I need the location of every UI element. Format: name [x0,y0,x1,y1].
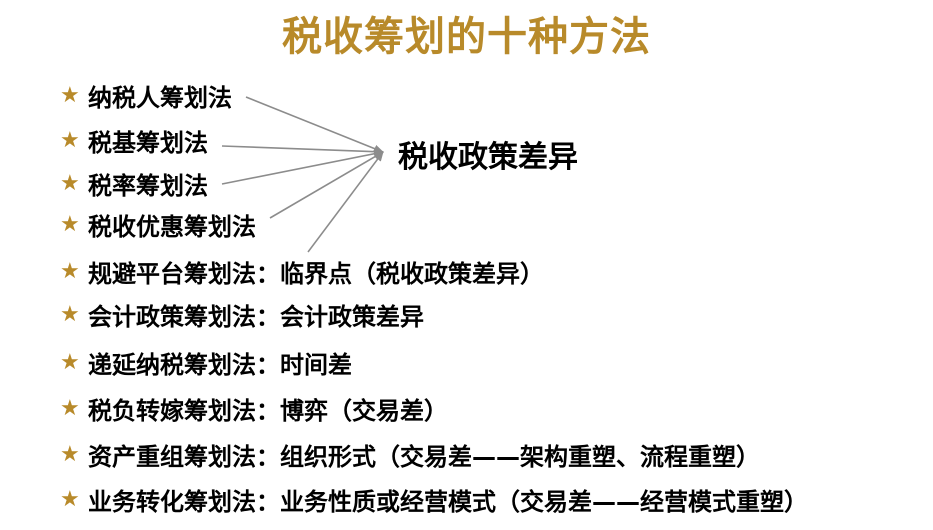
arrow-line-1 [245,96,384,153]
list-item-text: 递延纳税筹划法：时间差 [88,351,352,379]
arrow-line-3 [221,149,384,185]
list-item-text: 税收优惠筹划法 [88,213,256,241]
list-item: ★ 业务转化筹划法：业务性质或经营模式（交易差——经营模式重塑） [60,482,808,517]
star-icon: ★ [60,487,80,512]
arrow-line-4 [269,151,384,219]
list-item-text: 会计政策筹划法：会计政策差异 [88,303,424,331]
list-item: ★ 纳税人筹划法 [60,78,232,113]
list-item-text: 税率筹划法 [88,172,208,200]
star-icon: ★ [60,83,80,108]
list-item-text: 税负转嫁筹划法：博弈（交易差） [88,397,448,425]
list-item-text: 业务转化筹划法：业务性质或经营模式（交易差——经营模式重塑） [88,488,808,516]
star-icon: ★ [60,128,80,153]
star-icon: ★ [60,171,80,196]
list-item-text: 规避平台筹划法：临界点（税收政策差异） [88,260,544,288]
list-item-text: 资产重组筹划法：组织形式（交易差——架构重塑、流程重塑） [88,443,760,471]
list-item: ★ 会计政策筹划法：会计政策差异 [60,297,424,332]
center-label: 税收政策差异 [398,140,578,175]
list-item: ★ 税率筹划法 [60,166,208,201]
star-icon: ★ [60,302,80,327]
list-item-text: 税基筹划法 [88,129,208,157]
page-title: 税收筹划的十种方法 [282,14,651,60]
list-item: ★ 税基筹划法 [60,123,208,158]
star-icon: ★ [60,259,80,284]
list-item: ★ 资产重组筹划法：组织形式（交易差——架构重塑、流程重塑） [60,437,760,472]
star-icon: ★ [60,396,80,421]
star-icon: ★ [60,212,80,237]
list-item: ★ 规避平台筹划法：临界点（税收政策差异） [60,254,544,289]
list-item-text: 纳税人筹划法 [88,84,232,112]
arrow-line-5 [307,151,384,253]
star-icon: ★ [60,442,80,467]
list-item: ★ 税收优惠筹划法 [60,207,256,242]
list-item: ★ 税负转嫁筹划法：博弈（交易差） [60,391,448,426]
star-icon: ★ [60,350,80,375]
list-item: ★ 递延纳税筹划法：时间差 [60,345,352,380]
arrow-line-2 [221,145,384,156]
